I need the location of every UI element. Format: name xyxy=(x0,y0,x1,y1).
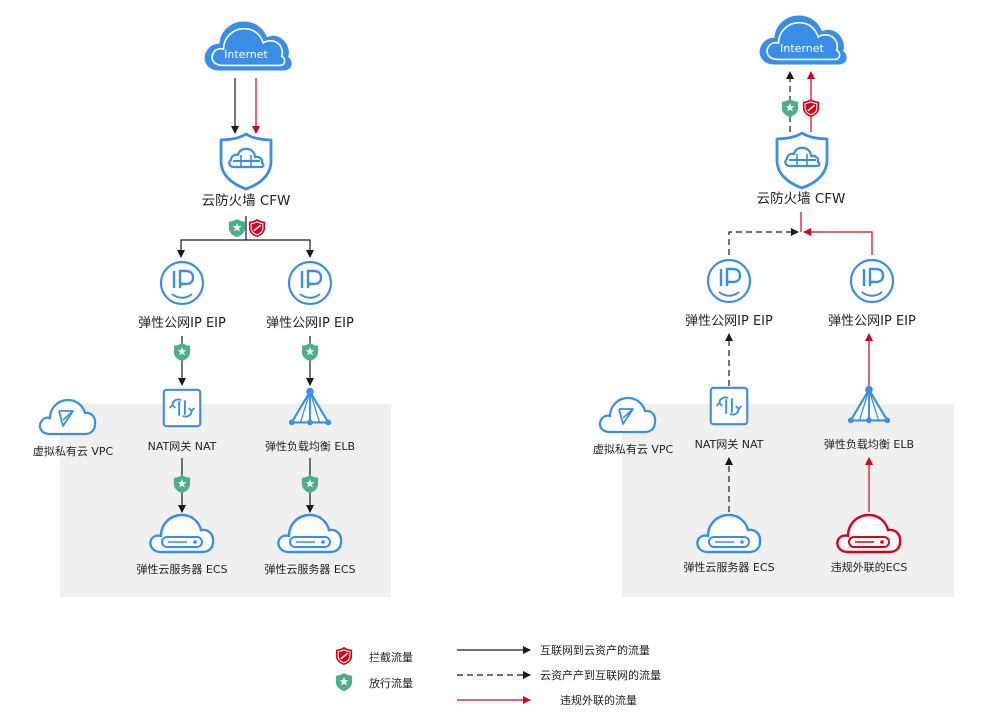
right-eip1-icon xyxy=(706,258,752,304)
left-internet-icon xyxy=(204,21,292,71)
right-ecs1-label: 弹性云服务器 ECS xyxy=(683,560,774,574)
legend: 拦截流量 放行流量 互联网到云资产的流量 云资产产到互联网的流量 违规外联的流量 xyxy=(335,643,661,707)
left-cfw-block-icon xyxy=(248,218,266,238)
left-eip2-allow-icon xyxy=(301,343,319,361)
left-cfw-allow-icon xyxy=(228,219,246,237)
right-internet-label: Internet xyxy=(780,42,824,55)
left-cfw-icon xyxy=(219,132,273,191)
left-nat-icon xyxy=(162,388,202,428)
legend-outbound-label: 云资产产到互联网的流量 xyxy=(540,668,661,682)
left-split-line-2 xyxy=(246,239,314,258)
right-cfw-icon xyxy=(775,131,829,190)
right-allow-icon xyxy=(781,99,799,117)
left-elb-label: 弹性负载均衡 ELB xyxy=(265,439,355,453)
left-ecs1-label: 弹性云服务器 ECS xyxy=(136,562,227,576)
left-split-line xyxy=(177,216,247,258)
left-internet-label: Internet xyxy=(224,48,268,61)
legend-blocked-label: 拦截流量 xyxy=(369,650,413,664)
right-eip1-label: 弹性公网IP EIP xyxy=(685,314,773,329)
right-eip2-icon xyxy=(849,258,895,304)
right-vpc-icon xyxy=(598,396,657,434)
right-eip2-label: 弹性公网IP EIP xyxy=(828,314,916,329)
legend-allowed-label: 放行流量 xyxy=(369,676,413,690)
right-internet-icon xyxy=(759,15,847,65)
right-vpc-area xyxy=(622,404,954,597)
right-nat-label: NAT网关 NAT xyxy=(695,437,764,451)
left-eip2-icon xyxy=(287,260,333,306)
right-ecs2-label: 违规外联的ECS xyxy=(831,560,908,574)
left-nat-label: NAT网关 NAT xyxy=(148,439,217,453)
left-diagram: Internet 云防火墙 CFW 弹性公网IP EIP 弹性公网IP EIP … xyxy=(33,21,391,597)
right-vpc-label: 虚拟私有云 VPC xyxy=(593,442,674,456)
right-cfw-label: 云防火墙 CFW xyxy=(757,191,846,207)
legend-violation-label: 违规外联的流量 xyxy=(560,693,637,707)
legend-allow-icon xyxy=(335,673,353,691)
right-diagram: Internet 云防火墙 CFW 弹性公网IP EIP 弹性公网IP EIP … xyxy=(593,15,954,597)
left-eip1-label: 弹性公网IP EIP xyxy=(138,316,226,331)
left-vpc-label: 虚拟私有云 VPC xyxy=(33,444,114,458)
legend-block-icon xyxy=(335,646,353,666)
left-cfw-label: 云防火墙 CFW xyxy=(202,193,291,209)
left-vpc-area xyxy=(60,404,391,597)
right-block-icon xyxy=(802,98,820,118)
right-elb-label: 弹性负载均衡 ELB xyxy=(824,437,914,451)
left-eip1-allow-icon xyxy=(173,343,191,361)
left-ecs2-label: 弹性云服务器 ECS xyxy=(264,562,355,576)
right-eip1-cfw-line xyxy=(728,228,799,255)
right-eip2-cfw-line xyxy=(803,228,873,255)
left-eip2-label: 弹性公网IP EIP xyxy=(266,316,354,331)
right-nat-icon xyxy=(709,386,749,426)
left-eip1-icon xyxy=(159,260,205,306)
legend-inbound-label: 互联网到云资产的流量 xyxy=(540,643,650,657)
